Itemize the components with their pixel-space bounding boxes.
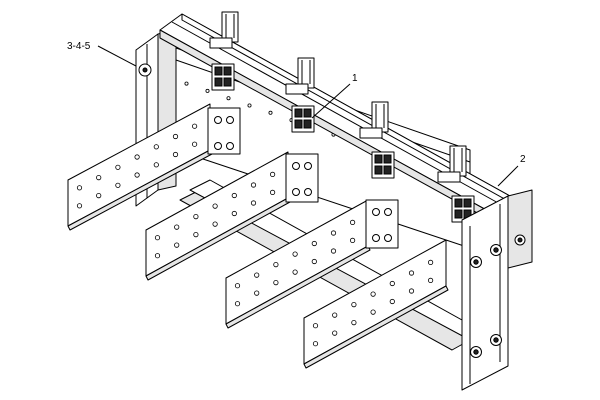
- bar-hole: [153, 144, 159, 150]
- bar-hole: [351, 319, 357, 326]
- rail-clip: [209, 11, 239, 49]
- bar-hole: [96, 175, 102, 181]
- bar-hole: [212, 203, 218, 209]
- terminal-block: [291, 105, 315, 133]
- callout-label-side-frame: 2: [520, 154, 526, 165]
- bolt-head: [226, 142, 234, 150]
- bracket-bolts: [214, 116, 392, 242]
- terminal-block: [371, 151, 395, 179]
- bar-hole: [254, 272, 260, 278]
- terminal-blocks: [211, 63, 475, 223]
- panel-hole: [247, 103, 252, 108]
- bolt-head: [214, 116, 222, 124]
- bar-hole: [193, 214, 199, 220]
- bar-hole: [172, 133, 179, 140]
- bar-hole: [351, 301, 357, 308]
- panel-hole: [205, 88, 210, 93]
- callout-fasteners: 3-4-5: [67, 41, 137, 67]
- callout-label-fasteners: 3-4-5: [67, 41, 91, 52]
- bar-hole: [231, 192, 237, 199]
- bar-hole: [292, 269, 298, 275]
- bar-hole: [234, 301, 241, 307]
- rail-clip: [359, 101, 389, 139]
- frame-bolt-center: [473, 259, 479, 265]
- panel-hole: [184, 81, 189, 86]
- bar-hole: [192, 141, 198, 147]
- top-rail-clips: [209, 11, 467, 183]
- bolt-head: [214, 142, 222, 150]
- bar-hole: [192, 123, 198, 129]
- frame-bolt-center: [473, 349, 479, 355]
- bar-hole: [292, 251, 298, 257]
- bar-hole: [76, 203, 83, 209]
- bar-hole: [134, 154, 140, 160]
- perforated-bar-holes: [76, 123, 434, 347]
- bar-hole: [389, 298, 395, 305]
- right-side-frame: [461, 189, 533, 391]
- bar-hole: [311, 240, 317, 247]
- bar-hole: [427, 259, 434, 265]
- bar-hole: [408, 288, 415, 294]
- bolt-head: [384, 234, 392, 242]
- bar-hole: [349, 219, 356, 225]
- bar-hole: [312, 341, 319, 347]
- side-frame-bolts: [470, 244, 502, 358]
- bar-hole: [153, 162, 159, 168]
- bar-hole: [330, 248, 337, 254]
- bar-hole: [273, 261, 279, 268]
- bar-hole: [269, 171, 276, 177]
- bar-hole: [250, 200, 257, 206]
- bolt-head: [292, 188, 300, 196]
- bar-hole: [76, 185, 83, 191]
- bar-hole: [172, 151, 179, 158]
- bolt-head: [304, 188, 312, 196]
- bar-hole: [312, 323, 319, 329]
- bar-hole: [254, 290, 260, 296]
- callout-top-bracket: 1: [311, 73, 358, 119]
- bar-hole: [408, 270, 415, 276]
- bar-hole: [134, 172, 140, 178]
- bolt-head: [226, 116, 234, 124]
- bolt-head: [372, 234, 380, 242]
- bar-hole: [154, 235, 161, 241]
- bar-hole: [174, 242, 180, 248]
- callout-side-frame: 2: [497, 154, 526, 187]
- bar-hole: [332, 330, 338, 336]
- bolt-head: [292, 162, 300, 170]
- bar-hole: [311, 258, 317, 265]
- bar-hole: [212, 221, 218, 227]
- rail-clip: [437, 145, 467, 183]
- bolt-head: [372, 208, 380, 216]
- frame-bolt-center: [493, 247, 499, 253]
- bar-hole: [234, 283, 241, 289]
- bar-hole: [193, 232, 199, 238]
- callout-label-top-bracket: 1: [352, 73, 358, 84]
- terminal-block: [451, 195, 475, 223]
- bar-hole: [427, 277, 434, 283]
- frame-bolt-center: [493, 337, 499, 343]
- bar-hole: [269, 189, 276, 195]
- bar-hole: [370, 309, 376, 315]
- bar-hole: [332, 312, 338, 318]
- bar-hole: [273, 279, 279, 286]
- panel-hole: [268, 110, 273, 115]
- bar-hole: [115, 182, 121, 188]
- bar-hole: [174, 224, 180, 230]
- bolt-head: [384, 208, 392, 216]
- terminal-block: [211, 63, 235, 91]
- rail-clip: [285, 57, 315, 95]
- bar-hole: [330, 230, 337, 236]
- bar-hole: [349, 237, 356, 243]
- bar-hole: [115, 164, 121, 170]
- bar-hole: [250, 182, 257, 188]
- bar-hole: [231, 210, 237, 217]
- bar-hole: [370, 291, 376, 297]
- panel-hole: [226, 96, 231, 101]
- bar-hole: [154, 253, 161, 259]
- bolt-head: [304, 162, 312, 170]
- bar-hole: [96, 193, 102, 199]
- bar-hole: [389, 280, 395, 287]
